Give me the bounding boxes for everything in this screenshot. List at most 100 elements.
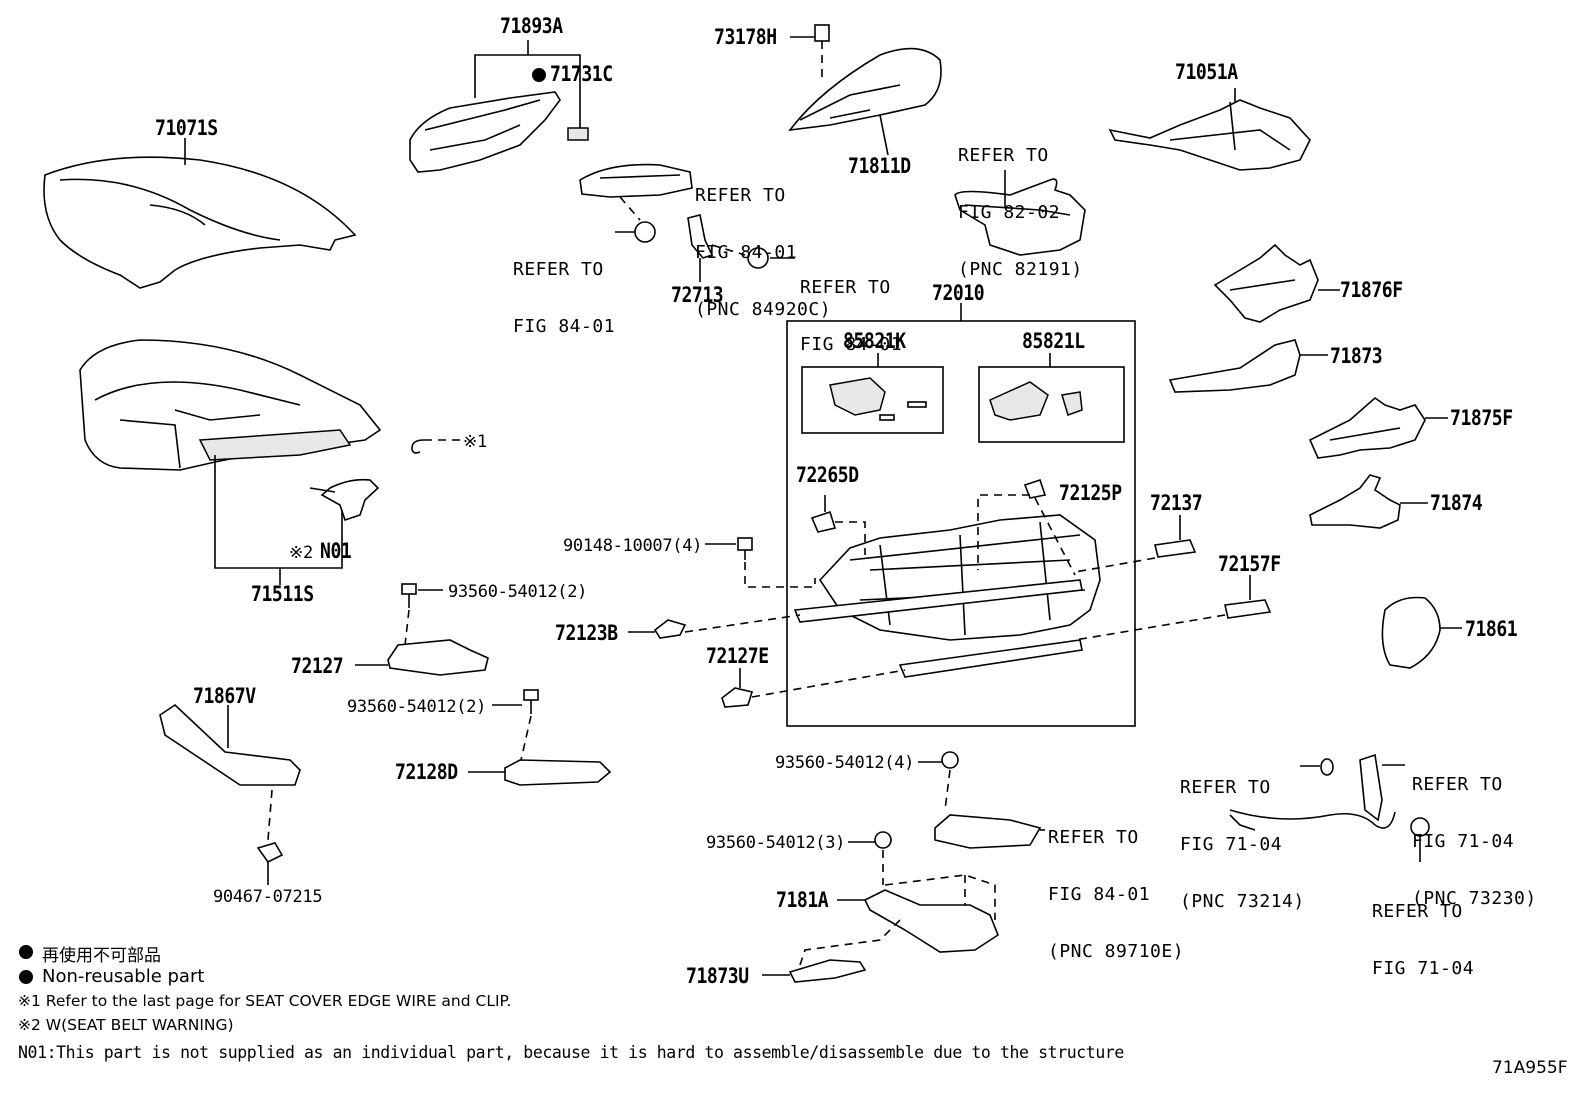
refer-line: (PNC 84920C)	[695, 299, 832, 320]
part-93560-4-label[interactable]: 93560-54012(4)	[775, 753, 915, 773]
part-72123B-label[interactable]: 72123B	[555, 621, 618, 645]
refer-fig-71-04-73230[interactable]: REFER TO FIG 71-04 (PNC 73230)	[1412, 737, 1537, 927]
seatback-side-shield-drawing	[788, 24, 942, 156]
part-72137-label[interactable]: 72137	[1150, 491, 1203, 515]
cover-71867V-drawing	[159, 703, 301, 885]
part-90467-label[interactable]: 90467-07215	[213, 887, 323, 907]
cover-72137-drawing	[1074, 515, 1197, 573]
power-seat-switch-drawing	[579, 163, 693, 243]
non-reusable-bullet-icon	[532, 68, 546, 82]
part-72010-label[interactable]: 72010	[932, 281, 985, 305]
cover-72128D-drawing	[468, 689, 612, 786]
refer-line: REFER TO	[1180, 777, 1271, 798]
non-reusable-bullet-icon	[19, 945, 33, 959]
part-72157F-label[interactable]: 72157F	[1218, 552, 1281, 576]
non-reusable-bullet-icon	[19, 970, 33, 984]
part-71051A-label[interactable]: 71051A	[1175, 60, 1238, 84]
seat-cushion-cover-drawing	[43, 138, 357, 289]
part-93560-2a-label[interactable]: 93560-54012(2)	[448, 582, 588, 602]
part-71511S-label[interactable]: 71511S	[251, 582, 314, 606]
part-71861-label[interactable]: 71861	[1465, 617, 1518, 641]
refer-fig-82-02[interactable]: REFER TO FIG 82-02 (PNC 82191)	[958, 108, 1083, 298]
ecu-module-drawing	[918, 751, 1045, 849]
refer-line: FIG 71-04	[1180, 834, 1283, 855]
cover-71876F-drawing	[1213, 243, 1340, 323]
refer-line: REFER TO	[1412, 774, 1503, 795]
cover-71874-drawing	[1309, 474, 1428, 529]
part-85821K-label[interactable]: 85821K	[843, 329, 906, 353]
part-71873U-label[interactable]: 71873U	[686, 964, 749, 988]
refer-line: REFER TO	[1048, 827, 1139, 848]
refer-line: FIG 71-04	[1412, 831, 1515, 852]
refer-line: REFER TO	[513, 259, 604, 280]
part-71811D-label[interactable]: 71811D	[848, 154, 911, 178]
part-72713-label[interactable]: 72713	[671, 283, 724, 307]
seat-belt-warning-harness-drawing	[309, 478, 380, 522]
bolt-90148-drawing	[705, 537, 816, 588]
refer-fig-71-04-73214[interactable]: REFER TO FIG 71-04 (PNC 73214)	[1180, 740, 1305, 930]
refer-line: REFER TO	[958, 145, 1049, 166]
part-71875F-label[interactable]: 71875F	[1450, 406, 1513, 430]
note-1: ※1 Refer to the last page for SEAT COVER…	[18, 992, 512, 1010]
refer-line: FIG 71-04	[1372, 958, 1475, 979]
cover-72123B-drawing	[628, 614, 801, 639]
refer-line: FIG 84-01	[1048, 884, 1151, 905]
refer-line: FIG 84-01	[800, 334, 903, 355]
refer-fig-71-04-nut[interactable]: REFER TO FIG 71-04	[1372, 864, 1474, 997]
part-7181A-label[interactable]: 7181A	[776, 888, 829, 912]
part-72265D-label[interactable]: 72265D	[796, 463, 859, 487]
refer-line: (PNC 73230)	[1412, 888, 1537, 909]
cushion-frame-7181A-drawing	[762, 831, 999, 983]
refer-line: REFER TO	[1372, 901, 1463, 922]
refer-fig-84-01-screw-left[interactable]: REFER TO FIG 84-01	[513, 222, 615, 355]
note1-mark: ※1	[463, 432, 487, 452]
recline-lever-drawing	[954, 170, 1086, 256]
part-93560-2b-label[interactable]: 93560-54012(2)	[347, 697, 487, 717]
refer-fig-84-01-switch[interactable]: REFER TO FIG 84-01 (PNC 84920C)	[695, 148, 831, 338]
side-cover-drawing	[409, 91, 589, 173]
cover-72157F-drawing	[1074, 575, 1272, 641]
part-93560-3-label[interactable]: 93560-54012(3)	[706, 833, 846, 853]
refer-fig-84-01-ecu[interactable]: REFER TO FIG 84-01 (PNC 89710E)	[1048, 790, 1184, 980]
diagram-code: 71A955F	[1492, 1058, 1568, 1078]
seat-belt-buckle-drawing	[1229, 753, 1430, 862]
cover-71861-drawing	[1381, 596, 1462, 669]
part-72125P-label[interactable]: 72125P	[1059, 481, 1122, 505]
part-71071S-label[interactable]: 71071S	[155, 116, 218, 140]
refer-line: (PNC 82191)	[958, 259, 1083, 280]
part-71876F-label[interactable]: 71876F	[1340, 278, 1403, 302]
part-N01-label[interactable]: N01	[320, 539, 352, 563]
refer-line: (PNC 89710E)	[1048, 941, 1185, 962]
cover-72127-drawing	[355, 583, 489, 676]
legend-jp: 再使用不可部品	[42, 946, 161, 966]
refer-fig-84-01-screw-right[interactable]: REFER TO FIG 84-01	[800, 240, 902, 373]
refer-line: REFER TO	[695, 185, 786, 206]
part-72128D-label[interactable]: 72128D	[395, 760, 458, 784]
seat-cushion-pad-drawing	[79, 339, 382, 471]
note2-mark: ※2	[289, 543, 313, 563]
refer-line: FIG 84-01	[695, 242, 798, 263]
part-73178H-label[interactable]: 73178H	[714, 25, 777, 49]
note-n01: N01:This part is not supplied as an indi…	[18, 1043, 1124, 1062]
cover-72127E-drawing	[721, 668, 906, 708]
edge-wire-clip-drawing	[411, 439, 425, 454]
part-90148-label[interactable]: 90148-10007(4)	[563, 536, 703, 556]
part-71731C-label[interactable]: 71731C	[550, 62, 613, 86]
refer-line: REFER TO	[800, 277, 891, 298]
seatback-frame-drawing	[1108, 88, 1311, 171]
legend-en: Non-reusable part	[42, 966, 205, 987]
refer-line: FIG 82-02	[958, 202, 1061, 223]
part-71873-label[interactable]: 71873	[1330, 344, 1383, 368]
note-2: ※2 W(SEAT BELT WARNING)	[18, 1016, 234, 1034]
seat-adjuster-group	[786, 303, 1136, 727]
part-71893A-label[interactable]: 71893A	[500, 14, 563, 38]
part-72127E-label[interactable]: 72127E	[706, 644, 769, 668]
part-85821L-label[interactable]: 85821L	[1022, 329, 1085, 353]
part-72127-label[interactable]: 72127	[291, 654, 344, 678]
part-71874-label[interactable]: 71874	[1430, 491, 1483, 515]
cover-71873-drawing	[1168, 339, 1328, 393]
part-71867V-label[interactable]: 71867V	[193, 684, 256, 708]
cover-71875F-drawing	[1308, 396, 1448, 459]
